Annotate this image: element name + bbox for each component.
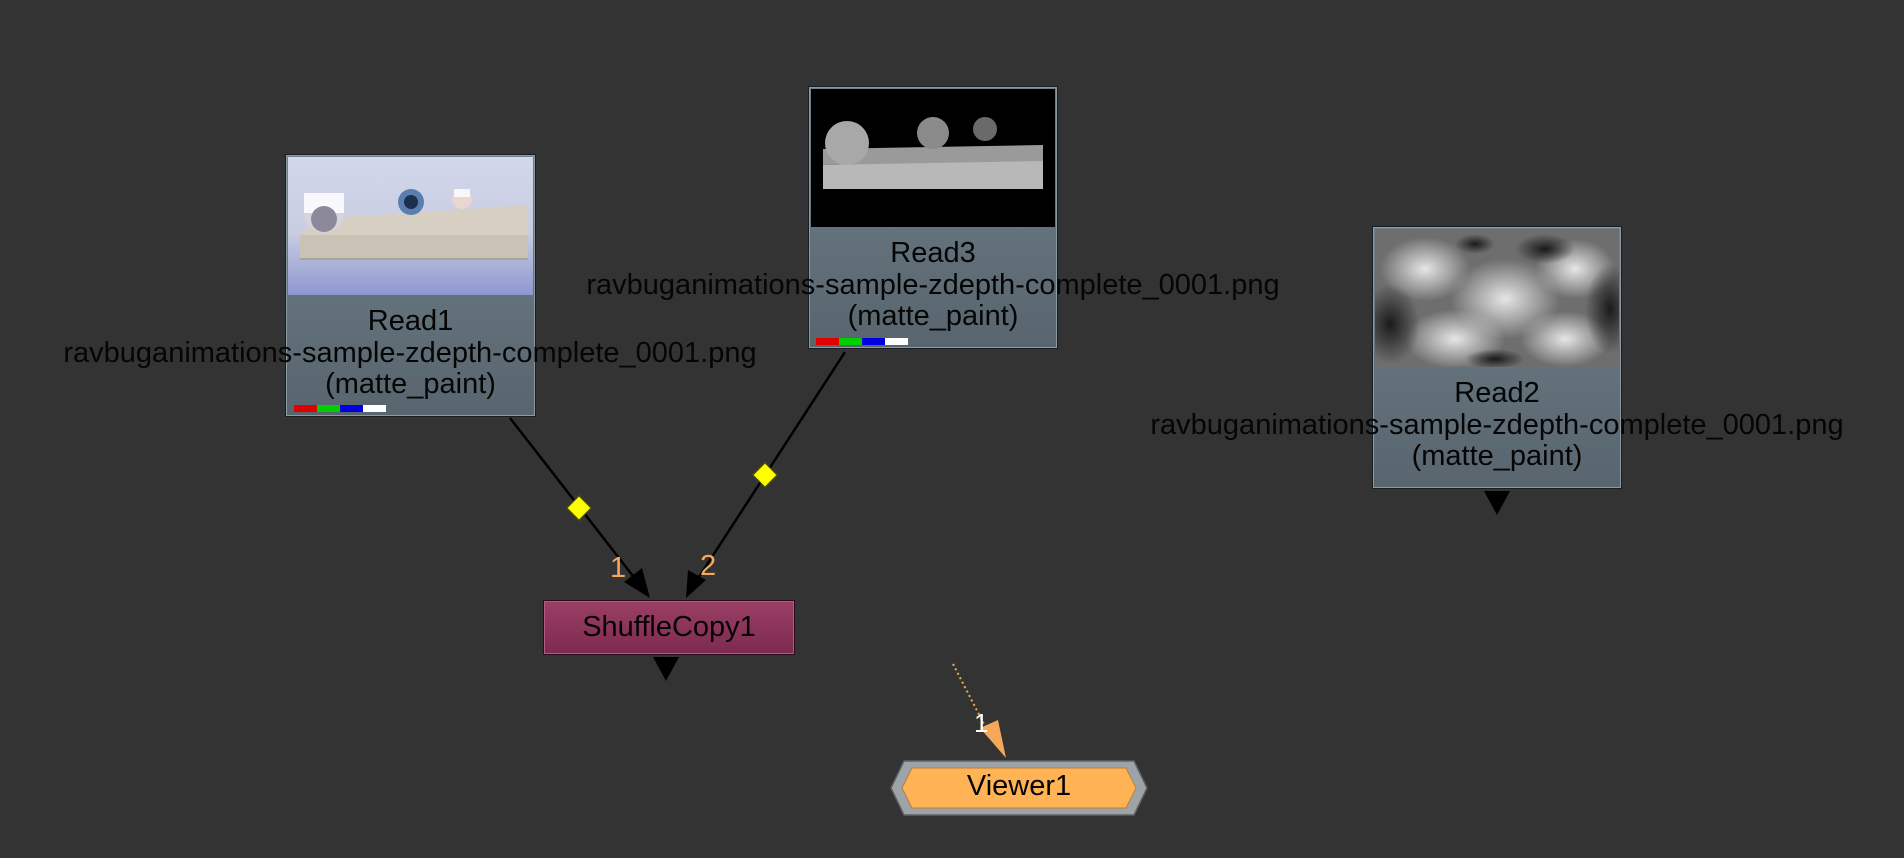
viewer1-node-shape <box>890 760 1148 816</box>
read3-layer: (matte_paint) <box>847 300 1019 332</box>
read3-channel-strip <box>816 338 908 345</box>
shufflecopy1-output-arrow[interactable] <box>653 657 679 681</box>
read1-channel-strip <box>294 405 386 412</box>
read2-layer: (matte_paint) <box>1411 440 1583 472</box>
read2-thumbnail <box>1375 229 1619 367</box>
read1-node[interactable]: Read1 <box>285 154 536 417</box>
read3-title: Read3 <box>890 237 976 269</box>
read2-title: Read2 <box>1454 377 1540 409</box>
viewer1-input-1-label: 1 <box>974 708 989 738</box>
viewer1-node[interactable]: Viewer1 <box>890 760 1148 816</box>
read3-filename: ravbuganimations-sample-zdepth-complete_… <box>586 269 1280 301</box>
shufflecopy1-node[interactable]: ShuffleCopy1 <box>543 600 795 655</box>
read2-node[interactable]: Read2 <box>1372 226 1622 489</box>
shufflecopy1-input-1-label: 1 <box>610 552 627 584</box>
read3-thumbnail <box>811 89 1055 227</box>
shufflecopy1-title: ShuffleCopy1 <box>582 611 756 643</box>
read2-filename: ravbuganimations-sample-zdepth-complete_… <box>1150 409 1844 441</box>
read3-node[interactable]: Read3 <box>808 86 1058 349</box>
shufflecopy1-input-2-label: 2 <box>700 550 717 582</box>
read1-thumbnail <box>288 157 533 295</box>
viewer1-title: Viewer1 <box>966 770 1072 802</box>
read2-output-arrow[interactable] <box>1484 491 1510 515</box>
read1-filename: ravbuganimations-sample-zdepth-complete_… <box>63 337 757 369</box>
read1-title: Read1 <box>367 305 454 337</box>
read1-layer: (matte_paint) <box>325 368 496 400</box>
